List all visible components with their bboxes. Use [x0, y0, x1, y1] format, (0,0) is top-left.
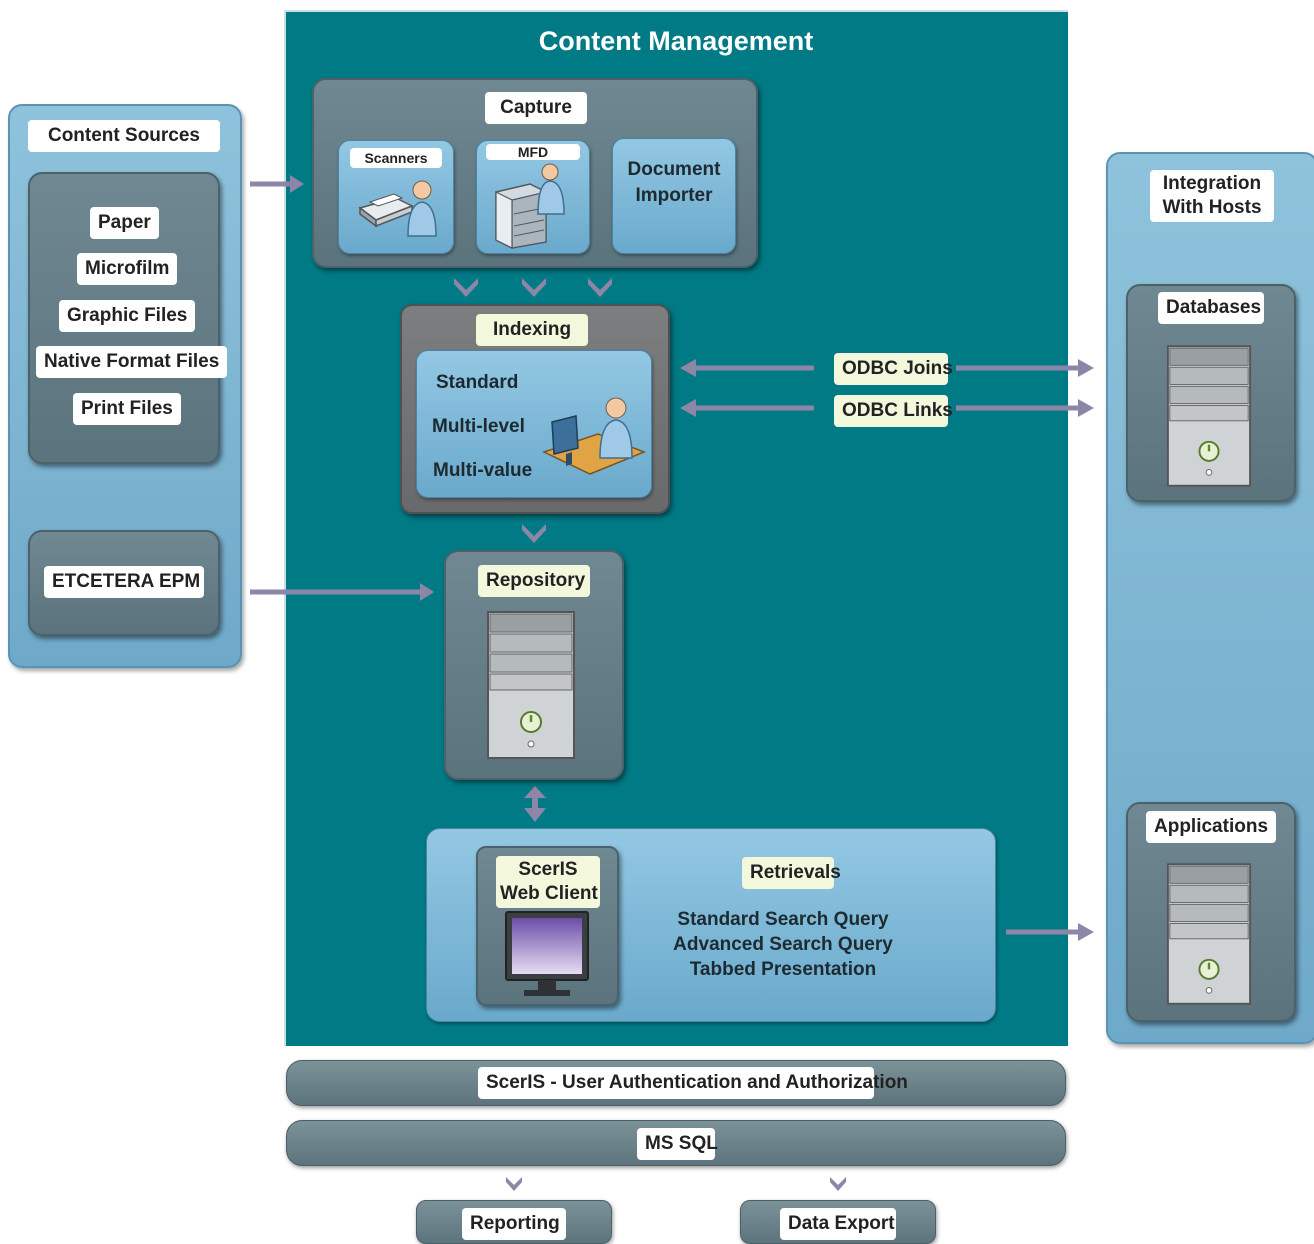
scanners-label: Scanners: [350, 148, 442, 168]
data-export-label: Data Export: [780, 1208, 896, 1240]
databases-server-icon: [1166, 345, 1252, 487]
web-client-title: ScerIS Web Client: [496, 856, 600, 908]
integration-title: Integration With Hosts: [1150, 170, 1274, 222]
retrievals-title: Retrievals: [742, 857, 841, 889]
indexing-workstation-icon: [542, 397, 646, 475]
odbc-joins-label: ODBC Joins: [834, 353, 953, 385]
source-paper: Paper: [90, 207, 159, 239]
source-microfilm: Microfilm: [77, 253, 178, 285]
document-importer-line1: Document: [627, 159, 721, 180]
arrow-epm-to-repository: [250, 583, 434, 601]
retrieval-tabbed-presentation: Tabbed Presentation: [689, 959, 877, 980]
reporting-label: Reporting: [462, 1208, 566, 1240]
mfd-label: MFD: [486, 144, 580, 160]
indexing-card: [416, 350, 652, 498]
scanner-person-icon: [358, 180, 437, 237]
databases-title: Databases: [1158, 292, 1264, 324]
web-client-line1: ScerIS: [518, 859, 578, 880]
applications-title: Applications: [1146, 811, 1276, 843]
source-graphic-files: Graphic Files: [59, 300, 196, 332]
repository-title: Repository: [478, 565, 590, 597]
integration-title-line2: With Hosts: [1162, 197, 1262, 218]
retrieval-standard-search: Standard Search Query: [677, 909, 889, 930]
arrow-odbc-links: [680, 399, 1094, 417]
indexing-multi-level: Multi-level: [432, 416, 525, 437]
document-importer-card: [612, 138, 736, 254]
source-print-files: Print Files: [73, 393, 181, 425]
source-native-format-files: Native Format Files: [36, 346, 228, 378]
arrow-odbc-joins: [680, 359, 1094, 377]
sql-label: MS SQL: [637, 1128, 718, 1160]
repository-server-icon: [487, 611, 575, 759]
indexing-title: Indexing: [476, 314, 588, 346]
etcetera-epm-label: ETCETERA EPM: [44, 566, 204, 598]
chevrons-sql-to-outputs: [506, 1177, 846, 1191]
indexing-standard: Standard: [436, 372, 519, 393]
capture-title: Capture: [485, 92, 587, 124]
content-sources-title: Content Sources: [28, 120, 220, 152]
chevron-indexing-to-repository: [522, 524, 546, 543]
arrow-retrievals-to-applications: [1006, 923, 1094, 941]
auth-label: ScerIS - User Authentication and Authori…: [478, 1067, 908, 1099]
web-client-line2: Web Client: [500, 883, 598, 904]
arrow-repository-retrievals: [524, 786, 546, 822]
chevrons-capture-to-indexing: [454, 278, 612, 297]
odbc-links-label: ODBC Links: [834, 395, 953, 427]
document-importer-line2: Importer: [635, 185, 713, 206]
monitor-icon: [505, 911, 589, 996]
content-management-title: Content Management: [538, 26, 814, 56]
applications-server-icon: [1166, 863, 1252, 1005]
arrow-sources-to-capture: [250, 175, 304, 193]
mfd-person-icon: [495, 163, 565, 249]
retrieval-advanced-search: Advanced Search Query: [673, 934, 893, 955]
indexing-multi-value: Multi-value: [433, 460, 533, 481]
integration-title-line1: Integration: [1162, 173, 1262, 194]
